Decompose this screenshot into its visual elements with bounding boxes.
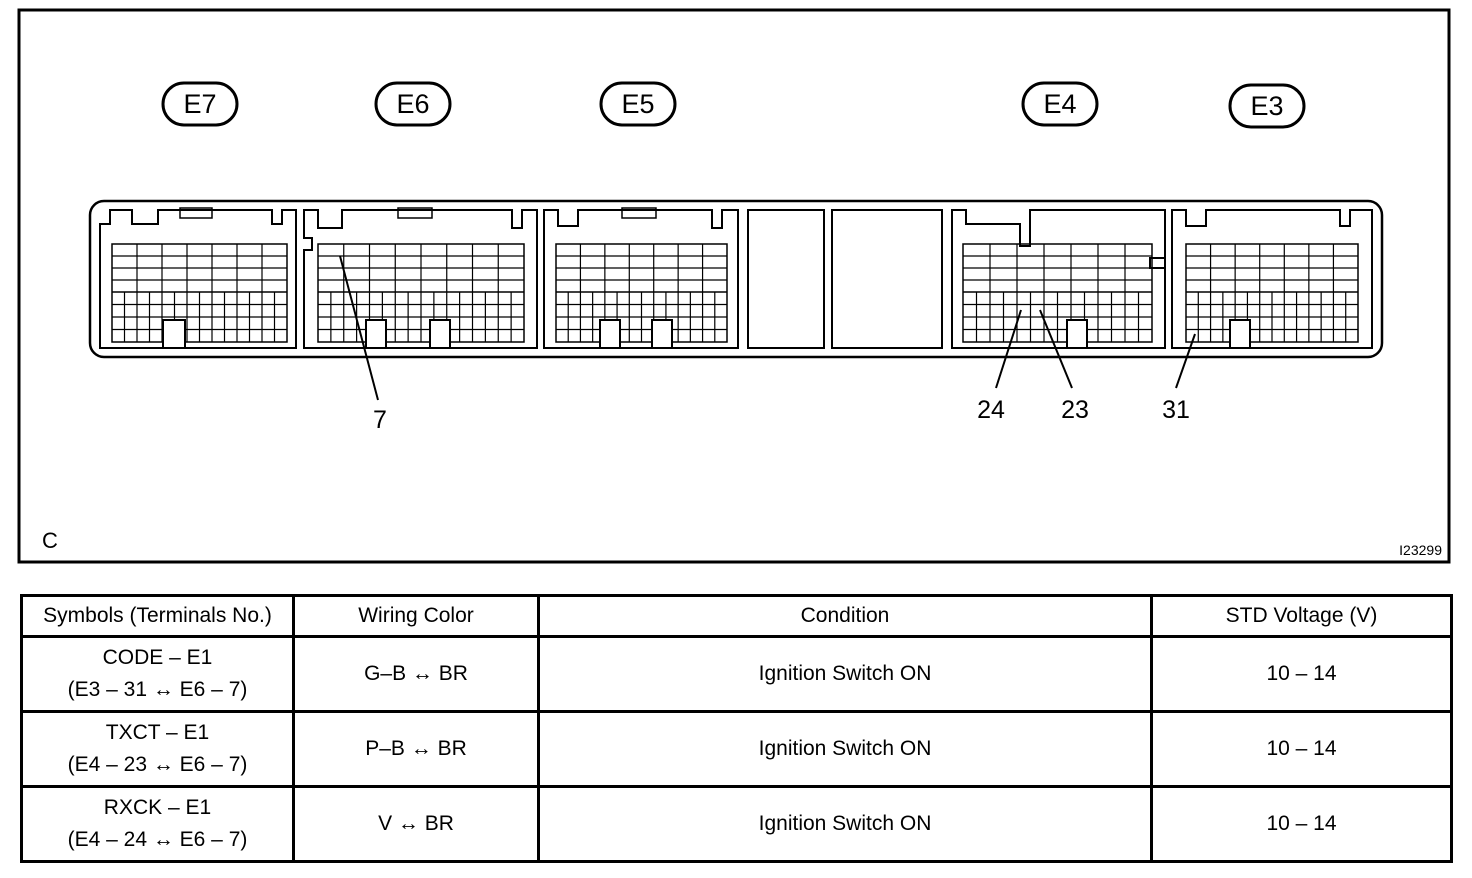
connector-label-e3: E3 (1228, 83, 1306, 129)
symbol-cell: CODE – E1(E3 – 31 ↔ E6 – 7) (20, 635, 295, 713)
voltage-cell: 10 – 14 (1150, 635, 1453, 713)
leader-line-7 (339, 255, 379, 401)
condition-cell: Ignition Switch ON (537, 635, 1153, 713)
callout-31: 31 (1162, 396, 1190, 424)
grid-notch (1066, 319, 1088, 349)
figure-code: I23299 (1399, 542, 1442, 558)
wiring-cell: P–B ↔ BR (292, 710, 540, 788)
blank-module-2 (831, 209, 943, 349)
diagram-frame (17, 8, 1451, 564)
header-condition: Condition (537, 594, 1153, 638)
header-symbols: Symbols (Terminals No.) (20, 594, 295, 638)
connector-e6-latch (397, 207, 433, 219)
symbol-cell: TXCT – E1(E4 – 23 ↔ E6 – 7) (20, 710, 295, 788)
connector-e4-outline (951, 209, 1166, 349)
grid-notch (365, 319, 387, 349)
connector-label-e5: E5 (599, 81, 677, 127)
table-row: RXCK – E1(E4 – 24 ↔ E6 – 7) V ↔ BR Ignit… (20, 785, 1453, 863)
wiring-cell: G–B ↔ BR (292, 635, 540, 713)
callout-23: 23 (1061, 396, 1089, 424)
leader-line-31 (1175, 333, 1196, 389)
voltage-cell: 10 – 14 (1150, 785, 1453, 863)
svg-text:E4: E4 (1043, 89, 1076, 119)
svg-text:E6: E6 (396, 89, 429, 119)
header-wiring-color: Wiring Color (292, 594, 540, 638)
grid-notch (651, 319, 673, 349)
table-row: CODE – E1(E3 – 31 ↔ E6 – 7) G–B ↔ BR Ign… (20, 635, 1453, 713)
table-row: TXCT – E1(E4 – 23 ↔ E6 – 7) P–B ↔ BR Ign… (20, 710, 1453, 788)
voltage-cell: 10 – 14 (1150, 710, 1453, 788)
terminal-grids (111, 243, 1359, 349)
connector-diagram: E7 E6 E5 E4 E3 7 24 23 31 C I23299 (17, 8, 1451, 564)
condition-cell: Ignition Switch ON (537, 785, 1153, 863)
leader-line-23 (1039, 309, 1073, 389)
header-std-voltage: STD Voltage (V) (1150, 594, 1453, 638)
connector-e4-side-notch (1149, 257, 1165, 269)
ecu-housing (88, 199, 1384, 359)
grid-notch (429, 319, 451, 349)
connector-e3-outline (1171, 209, 1373, 349)
connector-e6-outline (303, 209, 538, 349)
svg-text:E7: E7 (183, 89, 216, 119)
blank-module-1 (747, 209, 825, 349)
connector-label-e7: E7 (161, 81, 239, 127)
connector-label-e4: E4 (1021, 81, 1099, 127)
condition-cell: Ignition Switch ON (537, 710, 1153, 788)
connector-e7-latch (179, 207, 213, 219)
connector-e7-outline (99, 209, 297, 349)
grid-notch (599, 319, 621, 349)
connector-e5-outline (543, 209, 739, 349)
leader-line-24 (995, 309, 1022, 389)
grid-notch (162, 319, 186, 349)
connector-label-e6: E6 (374, 81, 452, 127)
svg-text:E5: E5 (621, 89, 654, 119)
corner-letter: C (42, 528, 58, 553)
table-header-row: Symbols (Terminals No.) Wiring Color Con… (20, 594, 1453, 638)
wiring-cell: V ↔ BR (292, 785, 540, 863)
callout-7: 7 (373, 406, 387, 434)
terminal-voltage-table: Symbols (Terminals No.) Wiring Color Con… (20, 594, 1453, 863)
connector-e5-latch (621, 207, 657, 219)
symbol-cell: RXCK – E1(E4 – 24 ↔ E6 – 7) (20, 785, 295, 863)
svg-text:E3: E3 (1250, 91, 1283, 121)
callout-24: 24 (977, 396, 1005, 424)
grid-notch (1229, 319, 1251, 349)
